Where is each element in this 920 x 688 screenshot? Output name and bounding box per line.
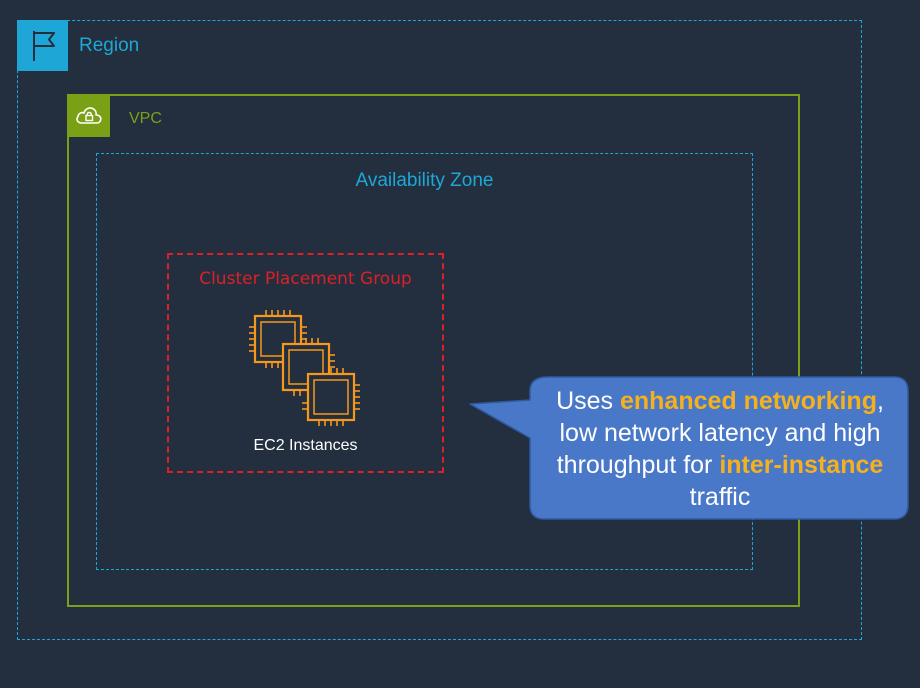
region-boundary (17, 20, 862, 640)
callout-line-2: low network latency and high (559, 419, 881, 447)
cloud-lock-icon (67, 94, 110, 137)
callout-line-4: traffic (689, 483, 751, 511)
ec2-chip-icon (249, 310, 307, 368)
placement-group-boundary (167, 253, 444, 473)
placement-group-label: Cluster Placement Group (199, 269, 412, 289)
highlight-inter-instance: inter-instance (719, 451, 884, 479)
callout-line-3: throughput for inter-instance (556, 451, 884, 479)
highlight-enhanced-networking: enhanced networking (619, 387, 877, 415)
vpc-label: VPC (129, 110, 162, 127)
ec2-chip-icon (302, 368, 360, 426)
callout-text: Uses enhanced networking, low network la… (532, 385, 908, 513)
ec2-instances-label: EC2 Instances (253, 437, 358, 454)
availability-zone-label: Availability Zone (355, 170, 494, 191)
ec2-instances-icon (249, 310, 360, 426)
flag-icon (17, 20, 68, 71)
vpc-boundary (67, 94, 800, 607)
callout-line-1: Uses enhanced networking, (556, 387, 884, 415)
ec2-chip-icon (281, 338, 335, 396)
availability-zone-boundary (96, 153, 753, 570)
region-label: Region (79, 35, 140, 56)
